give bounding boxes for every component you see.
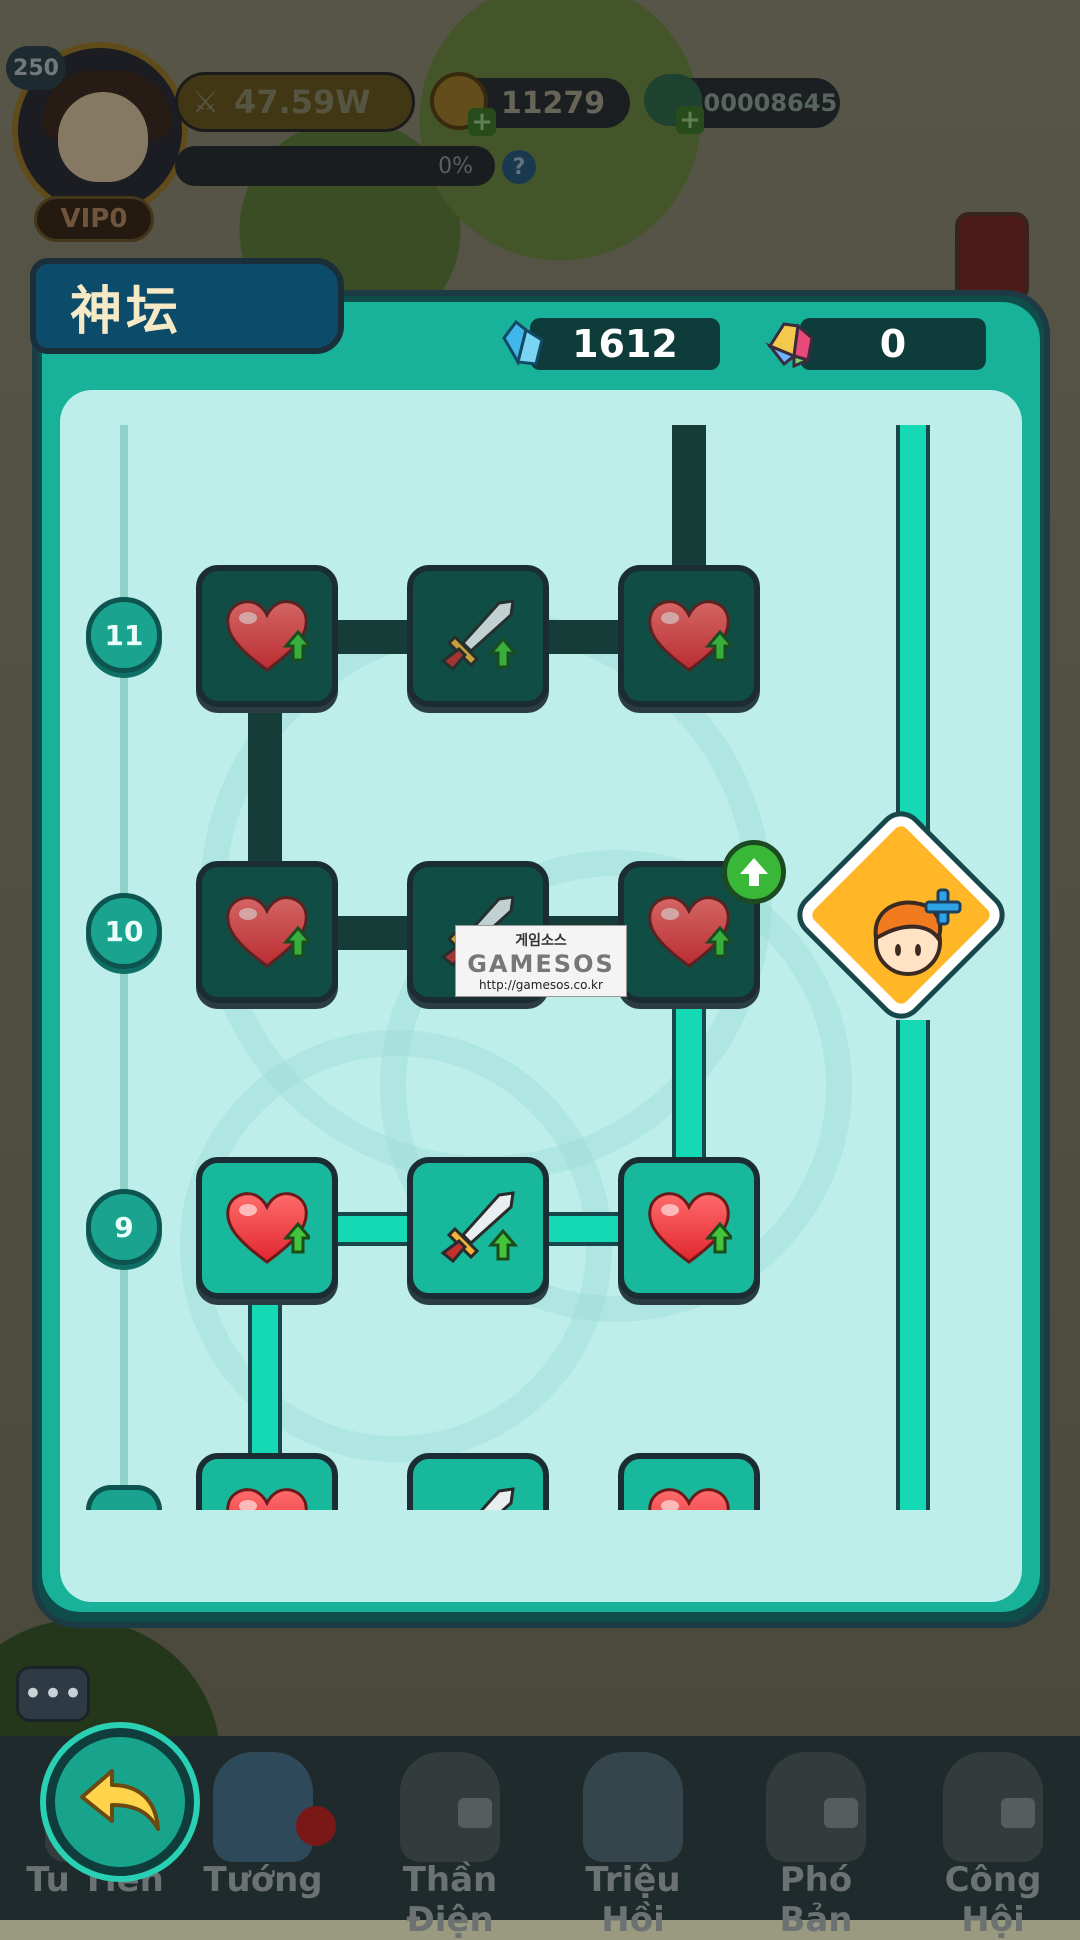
lock-icon (1001, 1798, 1035, 1828)
node-heart-hp-up[interactable] (196, 1453, 338, 1510)
path-segment-active (248, 1292, 282, 1457)
heart-icon (646, 1486, 732, 1510)
heart-icon (224, 1190, 310, 1266)
node-sword-atk-up[interactable] (407, 1157, 549, 1299)
general-icon (213, 1752, 313, 1862)
node-heart-hp-up[interactable] (196, 861, 338, 1003)
nav-cong-hoi[interactable]: Công Hội (918, 1752, 1068, 1940)
exp-bar: 0% (175, 146, 495, 186)
gem-counter: 0 (800, 318, 986, 370)
heart-icon (646, 598, 732, 674)
add-jade-button[interactable]: + (676, 105, 704, 135)
help-button[interactable]: ? (502, 150, 536, 184)
level-badge-9: 9 (86, 1189, 162, 1265)
nav-than-dien[interactable]: Thần Điện (375, 1752, 525, 1940)
level-badge-10: 10 (86, 893, 162, 969)
lock-icon (824, 1798, 858, 1828)
watermark: 게임소스 GAMESOS http://gamesos.co.kr (455, 925, 627, 997)
path-segment (672, 425, 706, 565)
node-sword-atk-up[interactable] (407, 565, 549, 707)
path-segment-active (541, 1212, 621, 1246)
heart-icon (646, 1190, 732, 1266)
dungeon-icon (766, 1752, 866, 1862)
node-heart-hp-up[interactable] (618, 565, 760, 707)
heart-icon (224, 598, 310, 674)
watermark-logo: GAMESOS (467, 950, 615, 978)
back-button[interactable] (46, 1728, 194, 1876)
side-event-icon[interactable] (955, 212, 1029, 302)
node-heart-hp-up[interactable] (618, 1453, 760, 1510)
heart-icon (224, 1486, 310, 1510)
crystal-icon (502, 319, 544, 366)
crystal-counter: 1612 (530, 318, 720, 370)
path-segment-active (672, 996, 706, 1161)
path-segment (541, 620, 621, 654)
sword-icon (433, 1183, 523, 1273)
sword-icon (433, 1479, 523, 1510)
level-badge-11: 11 (86, 597, 162, 673)
nav-label: Triệu Hồi (585, 1860, 681, 1940)
lock-icon (458, 1798, 492, 1828)
watermark-url: http://gamesos.co.kr (479, 978, 603, 992)
vip-badge[interactable]: VIP0 (34, 196, 154, 242)
reward-rail (896, 1020, 930, 1510)
summon-icon (583, 1752, 683, 1862)
upgrade-available-arrow-icon[interactable] (722, 840, 786, 904)
temple-icon (400, 1752, 500, 1862)
reward-rail (896, 425, 930, 835)
nav-label: Phó Bản (779, 1860, 853, 1940)
nav-label: Thần Điện (402, 1860, 498, 1940)
chat-button[interactable]: ••• (16, 1666, 90, 1722)
node-heart-hp-up[interactable] (196, 565, 338, 707)
back-arrow-icon (80, 1769, 160, 1831)
chat-bubble-icon: ••• (22, 1674, 84, 1714)
crossed-swords-icon: ⚔ (192, 85, 219, 120)
nav-pho-ban[interactable]: Phó Bản (741, 1752, 891, 1940)
combat-power-value: 47.59W (234, 83, 371, 121)
avatar-face (58, 92, 148, 182)
node-heart-hp-up[interactable] (618, 1157, 760, 1299)
heart-icon (646, 894, 732, 970)
heart-icon (224, 894, 310, 970)
nav-label: Tướng (203, 1860, 323, 1900)
nav-tuong[interactable]: Tướng (188, 1752, 338, 1912)
rainbow-gem-icon (765, 322, 814, 369)
node-heart-hp-up[interactable] (196, 1157, 338, 1299)
nav-trieu-hoi[interactable]: Triệu Hồi (558, 1752, 708, 1940)
watermark-top: 게임소스 (515, 933, 567, 949)
combat-power: ⚔ 47.59W (175, 72, 415, 132)
path-segment-active (330, 1212, 410, 1246)
sword-icon (433, 591, 523, 681)
path-segment (330, 620, 410, 654)
row-8-clip (0, 1453, 1080, 1510)
guild-icon (943, 1752, 1043, 1862)
notification-dot (296, 1806, 336, 1846)
node-sword-atk-up[interactable] (407, 1453, 549, 1510)
altar-title: 神坛 (30, 258, 344, 354)
hero-plus-icon (873, 888, 962, 976)
nav-label: Công Hội (944, 1860, 1042, 1940)
path-segment (248, 700, 282, 865)
add-coins-button[interactable]: + (468, 107, 496, 137)
path-segment (330, 916, 410, 950)
player-level-badge: 250 (6, 46, 66, 90)
